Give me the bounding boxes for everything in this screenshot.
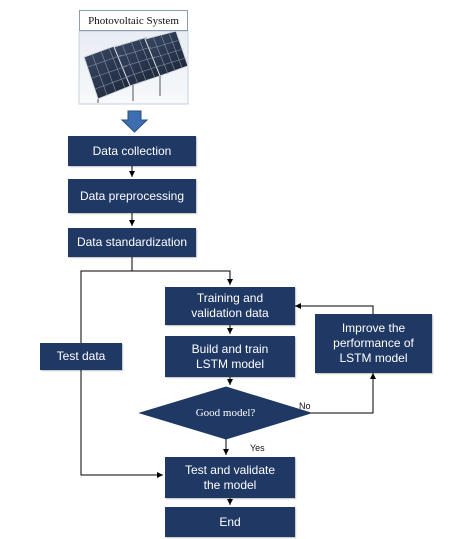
line-split	[80, 257, 133, 343]
arrow-testdata-to-testvalidate	[80, 370, 163, 478]
edge-label-no: No	[299, 401, 311, 411]
edge-label-yes: Yes	[250, 443, 265, 453]
node-end: End	[165, 507, 295, 537]
photovoltaic-title: Photovoltaic System	[79, 10, 188, 31]
solar-panel-illustration	[78, 30, 189, 105]
decision-label: Good model?	[195, 407, 256, 419]
node-training-validation: Training and validation data	[165, 287, 295, 325]
node-test-data: Test data	[40, 343, 122, 370]
node-data-standardization: Data standardization	[68, 228, 196, 257]
arrow-to-training	[132, 270, 233, 285]
node-data-collection: Data collection	[68, 136, 196, 166]
node-data-preprocessing: Data preprocessing	[68, 179, 196, 213]
node-test-validate: Test and validate the model	[165, 457, 295, 498]
node-improve-performance: Improve the performance of LSTM model	[315, 314, 432, 373]
node-build-train: Build and train LSTM model	[165, 336, 295, 377]
arrow-no-to-improve	[311, 373, 376, 414]
arrow-improve-to-training	[295, 303, 374, 314]
big-down-arrow	[120, 110, 149, 133]
